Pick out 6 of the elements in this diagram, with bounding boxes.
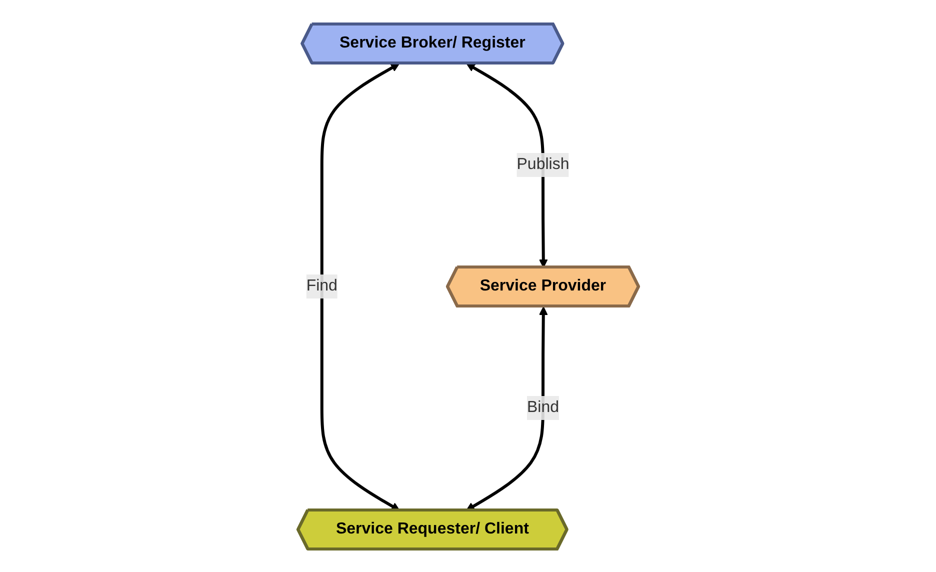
edge-label: Bind (526, 398, 559, 416)
arrow (466, 62, 548, 268)
edge-label: Find (306, 277, 338, 294)
arrow (320, 62, 400, 510)
arrow (466, 306, 548, 510)
edge-label: Publish (516, 156, 569, 173)
